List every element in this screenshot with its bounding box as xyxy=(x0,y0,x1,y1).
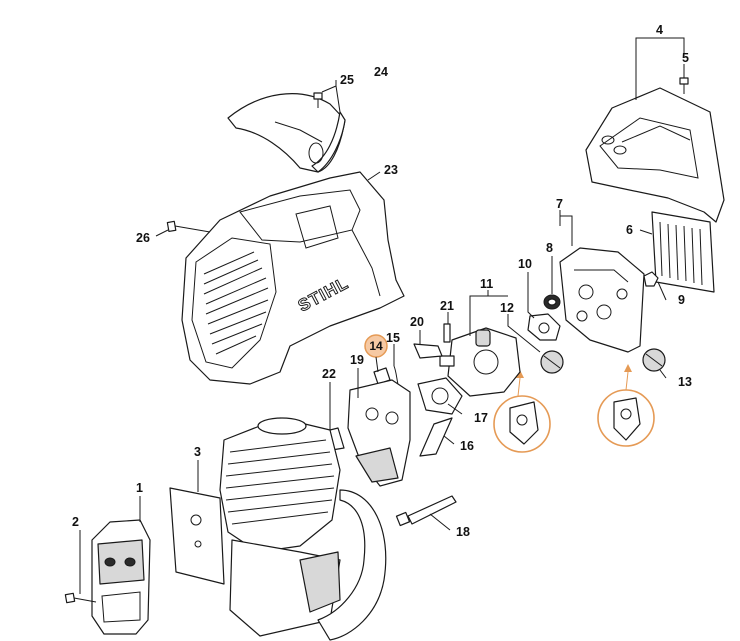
part-intake-manifold xyxy=(347,379,411,487)
part-main-shroud: STIHL xyxy=(181,171,405,385)
detail-arrow-right xyxy=(624,364,632,372)
callout-label-25: 25 xyxy=(340,73,354,87)
part-nut-9 xyxy=(643,271,659,287)
part-screw-21 xyxy=(443,323,451,343)
callout-label-23: 23 xyxy=(384,163,398,177)
part-grommet-8 xyxy=(543,294,561,310)
part-top-cover-cap xyxy=(227,93,346,173)
callout-label-13: 13 xyxy=(678,375,692,389)
callout-label-14: 14 xyxy=(369,339,383,353)
callout-label-20: 20 xyxy=(410,315,424,329)
callout-label-10: 10 xyxy=(518,257,532,271)
part-fuel-line-16 xyxy=(419,417,453,457)
part-choke-knob-13 xyxy=(642,348,666,372)
part-air-filter xyxy=(651,211,715,293)
detail-view-right xyxy=(597,364,655,447)
leader-lines xyxy=(79,37,685,594)
callout-label-12: 12 xyxy=(500,301,514,315)
callout-label-4: 4 xyxy=(656,23,663,37)
callout-label-22: 22 xyxy=(322,367,336,381)
callout-label-3: 3 xyxy=(194,445,201,459)
callout-label-15: 15 xyxy=(386,331,400,345)
part-filter-base xyxy=(559,247,645,353)
callout-label-9: 9 xyxy=(678,293,685,307)
part-screw-26 xyxy=(166,220,211,233)
callout-label-11: 11 xyxy=(480,277,493,291)
callout-label-16: 16 xyxy=(460,439,474,453)
callout-label-7: 7 xyxy=(556,197,563,211)
callout-label-26: 26 xyxy=(136,231,150,245)
callout-labels: 1 2 3 4 5 6 7 8 9 10 11 12 13 15 16 17 1… xyxy=(72,23,692,539)
part-carburetor xyxy=(439,327,521,397)
part-bolt-18 xyxy=(395,495,457,527)
part-air-filter-cover xyxy=(585,87,725,223)
part-engine-block xyxy=(219,417,341,637)
part-gasket-17 xyxy=(417,377,463,415)
callout-label-2: 2 xyxy=(72,515,79,529)
callout-label-8: 8 xyxy=(546,241,553,255)
callout-label-17: 17 xyxy=(474,411,488,425)
highlight-part-14: 14 xyxy=(364,334,388,373)
part-gasket-10 xyxy=(527,313,561,341)
part-screw-5 xyxy=(679,77,689,94)
callout-label-21: 21 xyxy=(440,299,454,313)
callout-label-19: 19 xyxy=(350,353,364,367)
detail-view-left xyxy=(493,370,551,453)
callout-label-1: 1 xyxy=(136,481,143,495)
part-lever-20 xyxy=(413,343,443,359)
detail-arrow-left xyxy=(516,370,524,378)
callout-label-24: 24 xyxy=(374,65,388,79)
part-muffler-gasket xyxy=(169,487,225,585)
callout-label-6: 6 xyxy=(626,223,633,237)
filter-pleats xyxy=(659,221,703,286)
cylinder-fins xyxy=(225,439,335,525)
part-choke-knob-12 xyxy=(540,350,564,374)
shroud-vent-slots xyxy=(203,251,269,355)
part-screw-2 xyxy=(64,592,97,604)
callout-label-5: 5 xyxy=(682,51,689,65)
part-fan-housing xyxy=(317,489,387,641)
part-muffler xyxy=(91,519,151,635)
callout-label-18: 18 xyxy=(456,525,470,539)
part-screw-25 xyxy=(313,92,323,108)
